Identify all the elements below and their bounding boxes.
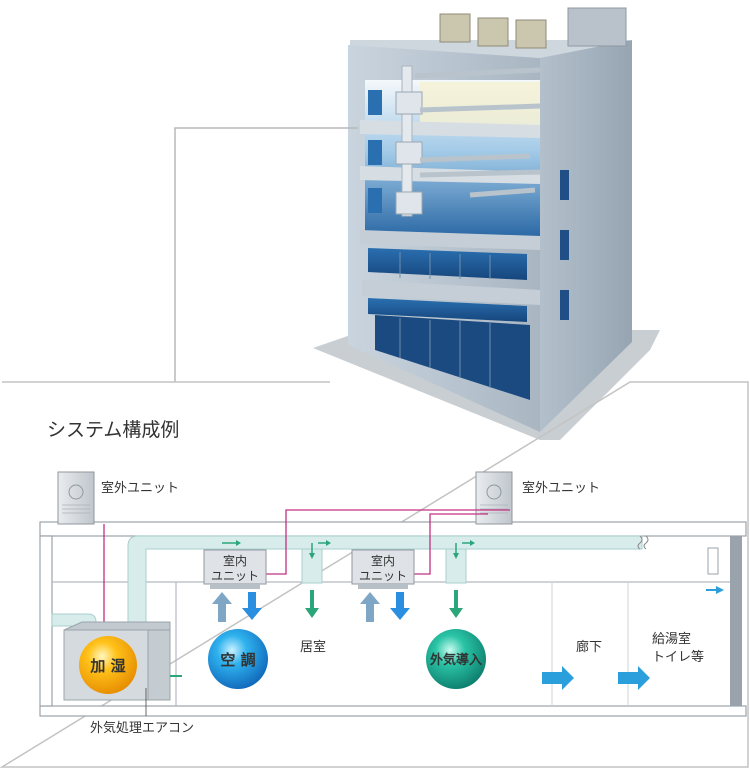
indoor-unit-2-body — [351, 549, 415, 585]
oau-top — [63, 621, 171, 631]
floor-section — [39, 521, 747, 717]
oau-side — [147, 629, 171, 701]
front-window-3 — [368, 188, 382, 213]
outdoor-unit-right-grille — [480, 504, 508, 514]
front-window-1 — [368, 90, 382, 115]
building-illustration — [313, 7, 660, 440]
exhaust-arrow-head — [716, 586, 724, 594]
air-conditioning-label: 空 調 — [220, 651, 255, 669]
side-window-1 — [560, 170, 569, 200]
floor-units — [395, 91, 423, 215]
indoor-unit-2-line2: ユニット — [359, 569, 407, 583]
outside-air-processing-unit — [63, 621, 182, 701]
right-wall-opening — [707, 547, 719, 575]
duct-branch-arrow-1-side — [326, 540, 331, 546]
vertical-duct-riser — [401, 65, 413, 217]
outdoor-unit-right-label: 室外ユニット — [522, 480, 600, 496]
indoor-unit-1-grille — [210, 584, 260, 589]
return-arrow-2 — [360, 592, 380, 622]
supply-arrow-1 — [242, 592, 262, 620]
duct-branch-arrow-1-head — [309, 553, 315, 559]
air-conditioning-orb — [208, 629, 268, 689]
airflow-arrows — [212, 540, 724, 690]
outdoor-unit-left-label: 室外ユニット — [101, 480, 179, 496]
callout-leader — [174, 127, 358, 382]
outdoor-unit-left — [57, 471, 95, 525]
ducts — [51, 535, 643, 631]
floor-slab-4 — [362, 280, 540, 305]
indoor-unit-2-line1: 室内 — [371, 553, 395, 568]
ceiling-slab — [39, 521, 747, 537]
outside-air-intake-label: 外気導入 — [429, 652, 482, 668]
fresh-air-arrow-1 — [305, 590, 319, 618]
outdoor-unit-left-fan — [68, 484, 84, 500]
outdoor-unit-right — [475, 471, 513, 525]
indoor-unit-1-body — [203, 549, 267, 585]
outdoor-unit-left-body — [57, 471, 95, 525]
outside-air-intake-orb — [426, 629, 486, 689]
humidify-label: 加 湿 — [89, 657, 125, 675]
ceiling-ducts — [414, 67, 541, 198]
side-window-3 — [560, 290, 569, 320]
fresh-air-arrow-2 — [449, 590, 463, 618]
living-room-label: 居室 — [300, 639, 326, 655]
indoor-unit-1-line2: ユニット — [211, 569, 259, 583]
glass-floor-4 — [368, 248, 527, 280]
duct-branch-arrow-2-head — [453, 553, 459, 559]
building-side — [540, 40, 632, 432]
indoor-unit-1-line1: 室内 — [223, 553, 247, 568]
rooftop-equipment — [439, 7, 627, 49]
side-window-2 — [560, 230, 569, 260]
pipe-right-to-indoor-1 — [266, 509, 510, 575]
building-roof — [350, 40, 630, 58]
duct-branch-arrow-2-side — [470, 540, 475, 546]
diagram-title: システム構成例 — [47, 419, 179, 441]
transfer-arrow-kitchenette — [618, 666, 650, 690]
return-arrow-1 — [212, 592, 232, 622]
corridor-label: 廊下 — [576, 639, 602, 655]
duct-flow-arrow-1-head — [236, 540, 241, 546]
transfer-arrow-corridor — [542, 666, 574, 690]
pipe-right-to-indoor-2 — [414, 513, 488, 575]
refrigerant-pipes — [103, 509, 510, 632]
outdoor-unit-right-body — [475, 471, 513, 525]
indoor-unit-2-grille — [358, 584, 408, 589]
ground-floor-glazing — [375, 315, 530, 400]
indoor-unit-2 — [351, 549, 415, 589]
outdoor-unit-left-grille — [62, 504, 90, 514]
outside-air-unit-label: 外気処理エアコン — [90, 720, 194, 736]
duct-break-mark — [637, 535, 643, 550]
kitchenette-label-line2: トイレ等 — [652, 649, 704, 665]
floor-slab-3 — [360, 230, 540, 250]
glazing-mullions — [399, 252, 491, 388]
duct-break-mark-2 — [643, 535, 649, 550]
indoor-unit-1 — [203, 549, 267, 589]
floor-slab — [39, 705, 747, 717]
supply-arrow-2 — [390, 592, 410, 620]
outdoor-unit-right-fan — [486, 484, 502, 500]
kitchenette-label-line1: 給湯室 — [652, 631, 691, 647]
glass-floor-5 — [368, 298, 527, 322]
front-window-2 — [368, 140, 382, 165]
supply-duct-main — [127, 535, 643, 627]
humidify-orb — [79, 636, 137, 694]
diagram-frame — [0, 381, 749, 768]
left-wall — [39, 535, 53, 707]
